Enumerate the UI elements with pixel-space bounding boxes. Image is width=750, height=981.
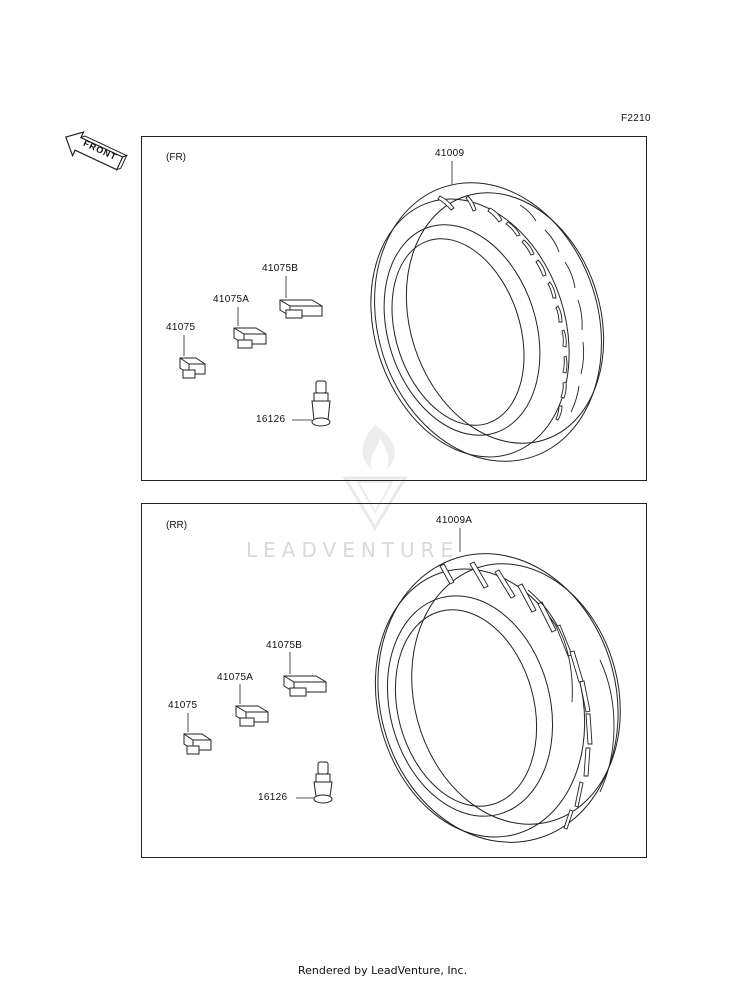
watermark-text: LEADVENTURE	[246, 538, 460, 562]
front-valve-label[interactable]: 16126	[256, 414, 286, 425]
footer-credit: Rendered by LeadVenture, Inc.	[298, 964, 468, 977]
rear-valve-label[interactable]: 16126	[258, 792, 288, 803]
rear-panel	[141, 503, 647, 858]
rear-weight-a-drawing	[235, 684, 269, 727]
figure-code: F2210	[621, 113, 651, 124]
front-tire-drawing	[370, 161, 605, 462]
front-weight-b-drawing	[279, 276, 323, 319]
rear-tire-label[interactable]: 41009A	[436, 515, 473, 526]
front-tire-label[interactable]: 41009	[435, 148, 465, 159]
front-weight-a-label[interactable]: 41075A	[213, 294, 250, 305]
front-weight-b-label[interactable]: 41075B	[262, 263, 299, 274]
rear-weight-b-drawing	[283, 652, 327, 697]
rear-valve-drawing	[296, 761, 333, 804]
rear-weight-drawing	[183, 713, 212, 755]
front-section-label: (FR)	[166, 152, 186, 163]
front-valve-drawing	[292, 380, 331, 427]
rear-weight-a-label[interactable]: 41075A	[217, 672, 254, 683]
rear-section-label: (RR)	[166, 520, 188, 531]
front-weight-a-drawing	[233, 307, 267, 349]
front-weight-drawing	[179, 335, 206, 379]
rear-tire-drawing	[374, 528, 621, 843]
front-weight-label[interactable]: 41075	[166, 322, 196, 333]
rear-weight-label[interactable]: 41075	[168, 700, 198, 711]
front-panel	[141, 136, 647, 481]
rear-weight-b-label[interactable]: 41075B	[266, 640, 303, 651]
